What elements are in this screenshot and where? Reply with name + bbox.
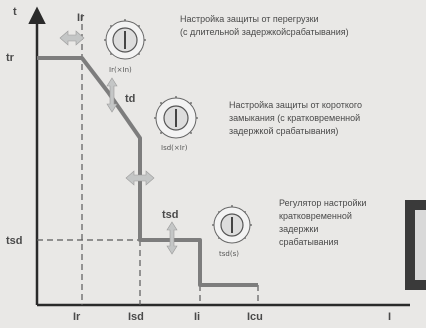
y-axis-label: t (13, 6, 17, 18)
dial-isd-caption: Isd(×Ir) (161, 144, 188, 152)
dial-isd[interactable] (154, 96, 198, 139)
annotation-tsd-regulator-line-2: кратковременной (279, 211, 352, 221)
annotation-overload: Настройка защиты от перегрузки (с длител… (180, 14, 349, 37)
annotation-short-circuit-line-2: замыкания (с кратковременной (229, 113, 360, 123)
td-adjust-arrow (106, 77, 118, 113)
isd-adjust-arrow (125, 170, 155, 186)
curve-label-tsd: tsd (162, 209, 179, 221)
annotation-overload-line-1: Настройка защиты от перегрузки (180, 14, 319, 24)
y-tick-tsd: tsd (6, 235, 23, 247)
x-tick-isd: Isd (128, 311, 144, 323)
annotation-short-circuit-line-3: задержкой срабатывания) (229, 126, 338, 136)
x-tick-icu: Icu (247, 311, 263, 323)
annotation-tsd-regulator-line-4: срабатывания (279, 237, 339, 247)
annotation-short-circuit: Настройка защиты от короткого замыкания … (229, 100, 362, 136)
dial-ir[interactable] (104, 19, 146, 60)
tsd-adjust-arrow (166, 221, 178, 255)
annotation-short-circuit-line-1: Настройка защиты от короткого (229, 100, 362, 110)
curve-label-ir: Ir (77, 12, 85, 24)
x-axis-label: I (388, 311, 391, 323)
dial-tsd[interactable] (212, 205, 252, 244)
ir-adjust-arrow (59, 30, 85, 46)
dial-tsd-caption: tsd(s) (219, 250, 239, 258)
x-tick-ii: Ii (194, 311, 200, 323)
dial-ir-caption: Ir(×In) (109, 66, 132, 74)
annotation-tsd-regulator-line-3: задержки (279, 224, 318, 234)
y-tick-tr: tr (6, 52, 15, 64)
trip-curve (37, 56, 258, 287)
annotation-overload-line-2: (с длительной задержкойсрабатывания) (180, 27, 349, 37)
side-panel-inner (415, 210, 426, 280)
annotation-tsd-regulator-line-1: Регулятор настройки (279, 198, 366, 208)
annotation-tsd-regulator: Регулятор настройки кратковременной заде… (279, 198, 366, 247)
curve-label-td: td (125, 93, 135, 105)
x-tick-ir: Ir (73, 311, 81, 323)
